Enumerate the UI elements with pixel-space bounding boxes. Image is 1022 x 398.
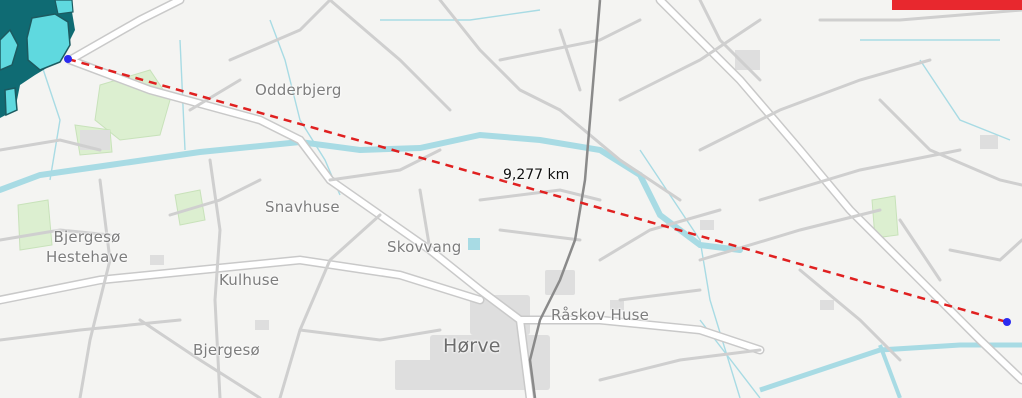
measure-distance-label: 9,277 km — [503, 167, 570, 183]
place-label-bjergeso-hestehave: Bjergesø Hestehave — [46, 227, 128, 267]
measure-line — [67, 57, 1008, 324]
place-label-horve: Hørve — [443, 335, 501, 357]
place-label-raskov-huse: Råskov Huse — [551, 306, 650, 324]
railway — [528, 0, 602, 398]
measure-end-point-icon — [1003, 318, 1011, 326]
place-label-bjergeso-hestehave-line2: Hestehave — [46, 248, 129, 266]
place-label-kulhuse: Kulhuse — [219, 271, 280, 289]
map-toolbar-button[interactable] — [892, 0, 1022, 10]
place-label-odderbjerg: Odderbjerg — [255, 81, 342, 99]
place-label-bjergeso-hestehave-line1: Bjergesø — [53, 228, 121, 246]
place-label-bjergeso: Bjergesø — [193, 341, 260, 359]
place-label-snavhuse: Snavhuse — [265, 198, 340, 216]
lake-area — [0, 0, 75, 118]
measure-start-point-icon — [64, 55, 72, 63]
place-label-skovvang: Skovvang — [387, 238, 462, 256]
river — [0, 131, 743, 253]
